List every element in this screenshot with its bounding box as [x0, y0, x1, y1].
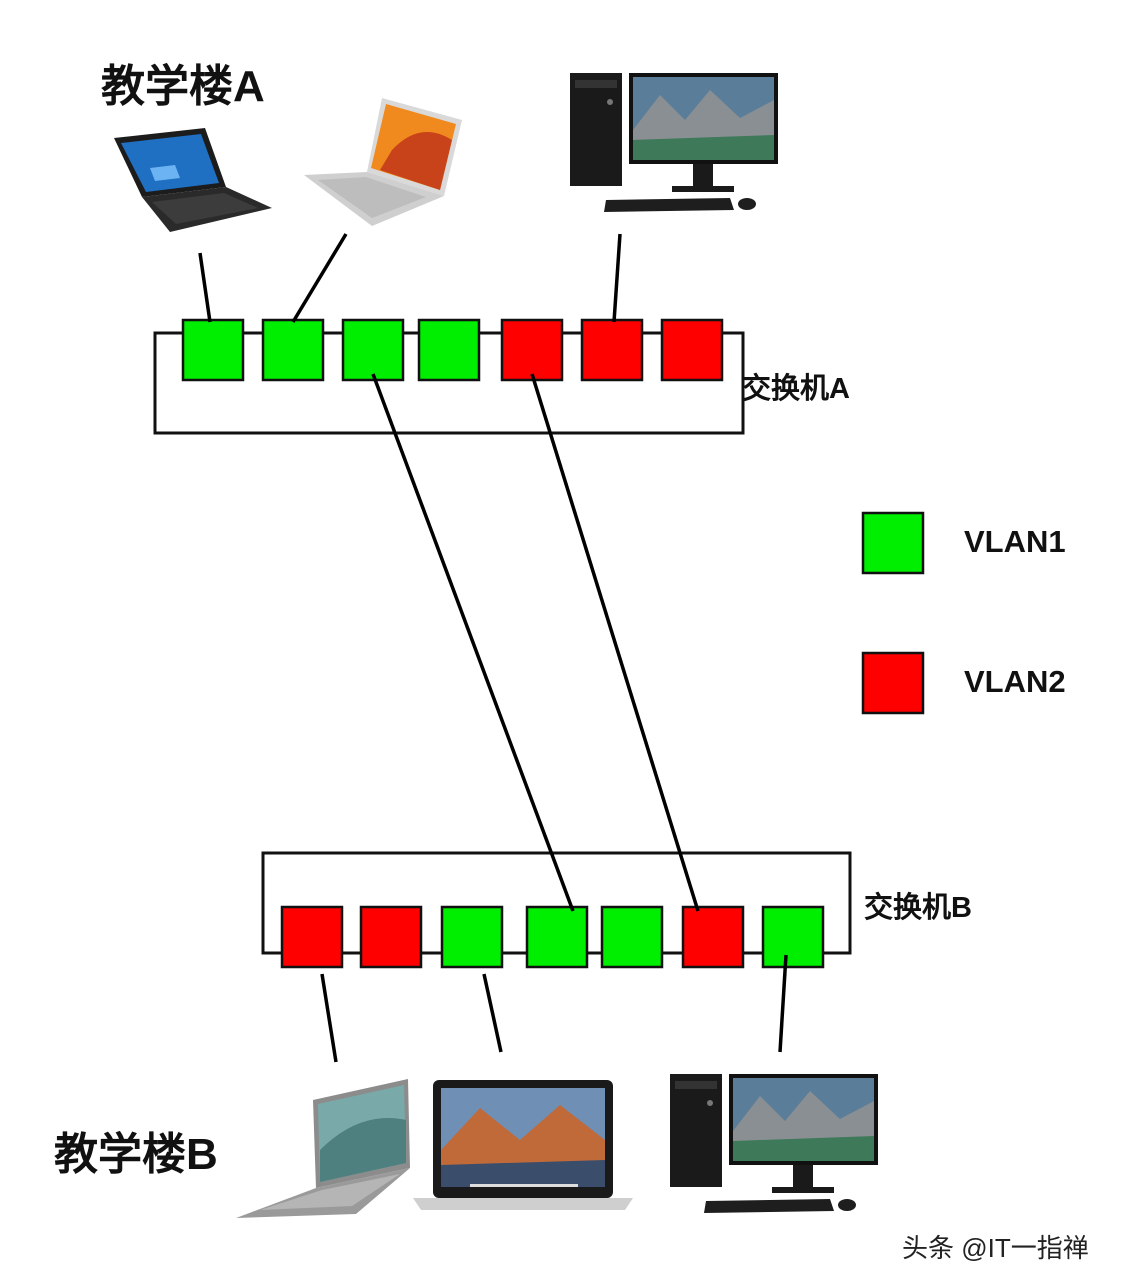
switch-b-port-7-vlan1	[761, 905, 825, 969]
switch-a-port-1-vlan1	[181, 318, 245, 382]
cable-laptop-silver	[291, 233, 348, 323]
switch-b-port-3-vlan1	[440, 905, 504, 969]
cable-laptop-windows	[198, 252, 212, 323]
switch-a-port-6-vlan2	[580, 318, 644, 382]
desktop-pc-icon	[670, 1074, 878, 1213]
switch-b-port-5-vlan1	[600, 905, 664, 969]
switch-b-port-4-vlan1	[525, 905, 589, 969]
cable-desktop-a	[612, 233, 622, 323]
building-b-label: 教学楼B	[54, 1130, 218, 1179]
switch-a-port-4-vlan1	[417, 318, 481, 382]
legend-vlan1-swatch	[861, 511, 925, 575]
cable-macbook	[482, 973, 503, 1053]
legend-vlan2-swatch	[861, 651, 925, 715]
switch-b-port-1-vlan2	[280, 905, 344, 969]
switch-b-port-6-vlan2	[681, 905, 745, 969]
desktop-pc-icon	[570, 73, 778, 212]
laptop-gray-icon	[236, 1079, 410, 1218]
laptop-windows-icon	[114, 128, 272, 232]
switch-a-ports	[181, 318, 724, 382]
cable-laptop-gray	[320, 973, 338, 1063]
switch-a-label: 交换机A	[742, 373, 850, 405]
switch-b-label: 交换机B	[864, 892, 972, 924]
trunk-link-vlan2	[530, 373, 700, 912]
macbook-icon	[413, 1080, 633, 1210]
trunk-link-vlan1	[371, 373, 575, 912]
watermark: 头条 @IT一指禅	[902, 1233, 1089, 1263]
legend-vlan2-label: VLAN2	[964, 664, 1066, 699]
switch-a-port-2-vlan1	[261, 318, 325, 382]
switch-b-port-2-vlan2	[359, 905, 423, 969]
laptop-silver-icon	[304, 98, 462, 226]
building-a-label: 教学楼A	[101, 62, 265, 111]
switch-b-ports	[280, 905, 825, 969]
switch-a-port-5-vlan2	[500, 318, 564, 382]
switch-a-port-3-vlan1	[341, 318, 405, 382]
cable-desktop-b	[778, 954, 788, 1053]
legend-vlan1-label: VLAN1	[964, 524, 1066, 559]
switch-a-port-7-vlan2	[660, 318, 724, 382]
